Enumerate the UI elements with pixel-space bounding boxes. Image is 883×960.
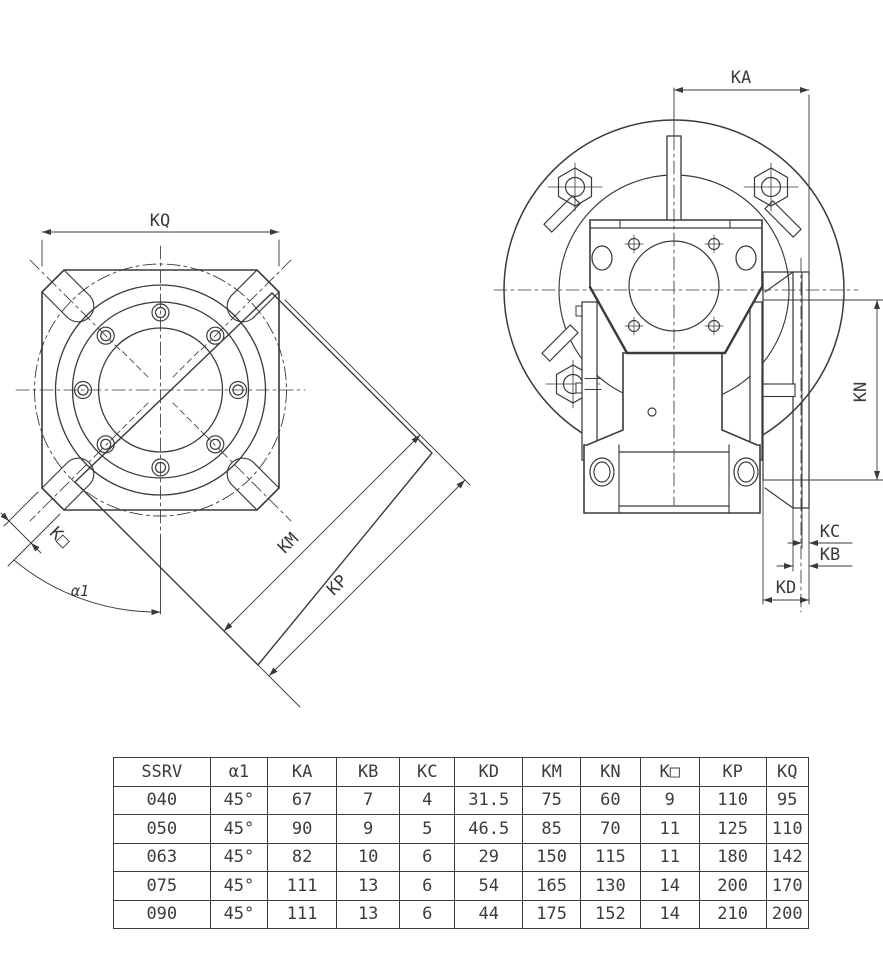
table-cell: 050 (113, 814, 211, 844)
dim-label-kn: KN (851, 382, 871, 402)
table-cell: 13 (336, 871, 401, 901)
technical-drawing: KQ KM KP K□ α1 (0, 68, 883, 708)
dim-label-kb: KB (820, 545, 840, 565)
table-cell: 130 (579, 871, 641, 901)
table-cell: 165 (522, 871, 581, 901)
table-cell: 10 (336, 842, 401, 872)
table-cell: 063 (113, 842, 211, 872)
table-cell: 54 (454, 871, 524, 901)
table-cell: 45° (209, 814, 269, 844)
table-cell: 9 (639, 785, 700, 815)
table-cell: 9 (336, 814, 401, 844)
table-cell: 4 (399, 785, 456, 815)
table-header-cell: KQ (765, 757, 810, 787)
table-cell: 040 (113, 785, 211, 815)
dim-label-kc: KC (820, 522, 840, 542)
table-cell: 142 (765, 842, 810, 872)
dim-label-km: KM (274, 529, 303, 558)
table-cell: 95 (765, 785, 810, 815)
table-cell: 31.5 (454, 785, 524, 815)
dim-label-kd: KD (776, 578, 796, 598)
table-cell: 170 (765, 871, 810, 901)
table-cell: 111 (267, 899, 338, 929)
table-header-cell: KD (454, 757, 524, 787)
table-cell: 13 (336, 899, 401, 929)
table-header-cell: KN (579, 757, 641, 787)
table-cell: 67 (267, 785, 338, 815)
table-cell: 110 (698, 785, 767, 815)
dim-label-kp: KP (323, 571, 352, 600)
table-cell: 60 (579, 785, 641, 815)
table-cell: 46.5 (454, 814, 524, 844)
table-cell: 075 (113, 871, 211, 901)
table-cell: 45° (209, 842, 269, 872)
table-cell: 75 (522, 785, 581, 815)
table-header-cell: KP (698, 757, 767, 787)
table-cell: 6 (399, 871, 456, 901)
table-cell: 152 (579, 899, 641, 929)
table-cell: 210 (698, 899, 767, 929)
table-cell: 115 (579, 842, 641, 872)
table-header-cell: KC (399, 757, 456, 787)
table-cell: 29 (454, 842, 524, 872)
table-cell: 111 (267, 871, 338, 901)
table-cell: 125 (698, 814, 767, 844)
table-cell: 11 (639, 842, 700, 872)
table-cell: 7 (336, 785, 401, 815)
table-header-cell: KB (336, 757, 401, 787)
table-cell: 200 (698, 871, 767, 901)
table-header-cell: K□ (639, 757, 700, 787)
table-cell: 150 (522, 842, 581, 872)
table-cell: 180 (698, 842, 767, 872)
dim-label-k-slot: K□ (45, 523, 74, 552)
table-header-cell: KM (522, 757, 581, 787)
right-view: KA KN KC KB KD (493, 68, 883, 613)
table-header-cell: α1 (209, 757, 269, 787)
table-cell: 200 (765, 899, 810, 929)
table-header-cell: SSRV (113, 757, 211, 787)
table-cell: 175 (522, 899, 581, 929)
table-cell: 110 (765, 814, 810, 844)
dim-label-alpha1: α1 (71, 582, 89, 600)
table-cell: 45° (209, 785, 269, 815)
table-cell: 70 (579, 814, 641, 844)
table-cell: 11 (639, 814, 700, 844)
table-cell: 14 (639, 871, 700, 901)
dim-label-kq: KQ (150, 211, 170, 231)
table-cell: 85 (522, 814, 581, 844)
table-cell: 82 (267, 842, 338, 872)
table-cell: 090 (113, 899, 211, 929)
table-cell: 14 (639, 899, 700, 929)
table-cell: 44 (454, 899, 524, 929)
table-cell: 45° (209, 871, 269, 901)
table-cell: 45° (209, 899, 269, 929)
left-view: KQ KM KP K□ α1 (0, 211, 471, 708)
table-cell: 5 (399, 814, 456, 844)
table-cell: 6 (399, 842, 456, 872)
table-header-cell: KA (267, 757, 338, 787)
dim-label-ka: KA (731, 68, 751, 88)
table-cell: 6 (399, 899, 456, 929)
table-cell: 90 (267, 814, 338, 844)
